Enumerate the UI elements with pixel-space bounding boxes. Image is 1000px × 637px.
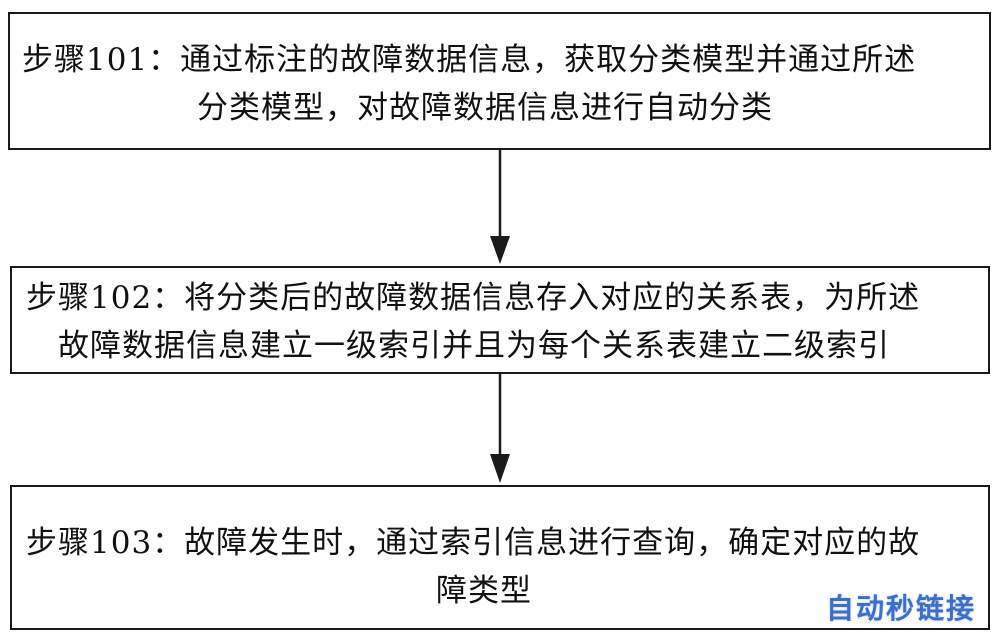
step-102-line-1: 步骤102：将分类后的故障数据信息存入对应的关系表，为所述	[26, 280, 921, 316]
watermark-logo: 自动秒链接	[825, 592, 976, 625]
step-101-line-1: 步骤101：通过标注的故障数据信息，获取分类模型并通过所述	[22, 42, 917, 78]
step-101-box: 步骤101：通过标注的故障数据信息，获取分类模型并通过所述 分类模型，对故障数据…	[8, 12, 991, 150]
step-102-line-2: 故障数据信息建立一级索引并且为每个关系表建立二级索引	[58, 328, 890, 364]
step-103-line-1: 步骤103：故障发生时，通过索引信息进行查询，确定对应的故	[26, 525, 921, 561]
step-103-line-2: 障类型	[436, 573, 532, 609]
step-101-line-2: 分类模型，对故障数据信息进行自动分类	[197, 90, 773, 126]
step-103-box: 步骤103：故障发生时，通过索引信息进行查询，确定对应的故 障类型	[10, 485, 990, 630]
arrow-step-102-to-103	[490, 374, 510, 483]
step-102-box: 步骤102：将分类后的故障数据信息存入对应的关系表，为所述 故障数据信息建立一级…	[10, 266, 990, 374]
arrow-step-101-to-102	[490, 150, 510, 264]
